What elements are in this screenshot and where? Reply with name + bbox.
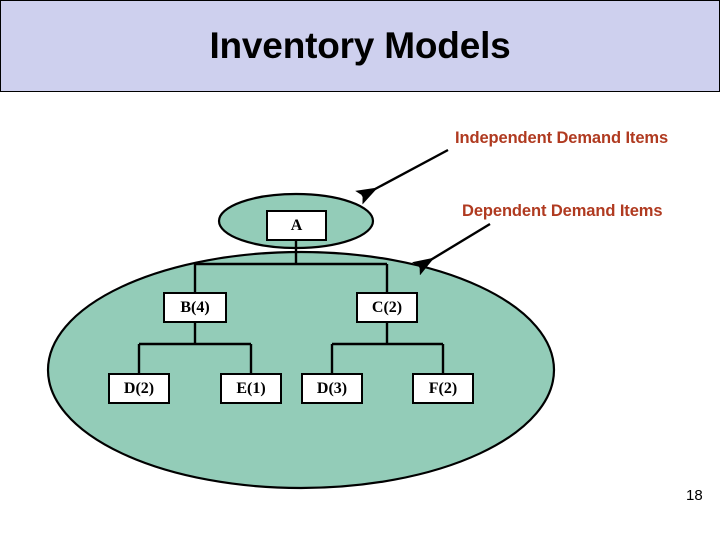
bom-node-c[interactable]: C(2)	[356, 292, 418, 323]
bom-node-d2[interactable]: D(2)	[108, 373, 170, 404]
arrow-dependent	[411, 222, 491, 276]
bom-node-a[interactable]: A	[266, 210, 327, 241]
bom-node-b[interactable]: B(4)	[163, 292, 227, 323]
bom-node-e1[interactable]: E(1)	[220, 373, 282, 404]
page-number: 18	[686, 487, 703, 504]
page-title: Inventory Models	[209, 25, 511, 66]
tree-connectors	[137, 240, 445, 373]
annotation-dependent-demand: Dependent Demand Items	[462, 202, 663, 220]
slide-title-bar: Inventory Models	[0, 0, 720, 92]
annotation-independent-demand: Independent Demand Items	[455, 129, 669, 147]
bom-node-d3[interactable]: D(3)	[301, 373, 363, 404]
bottom-grouping-ellipse	[46, 250, 556, 490]
bom-node-f2[interactable]: F(2)	[412, 373, 474, 404]
slide-body: Independent Demand Items Dependent Deman…	[0, 92, 720, 540]
arrow-independent	[355, 148, 449, 205]
